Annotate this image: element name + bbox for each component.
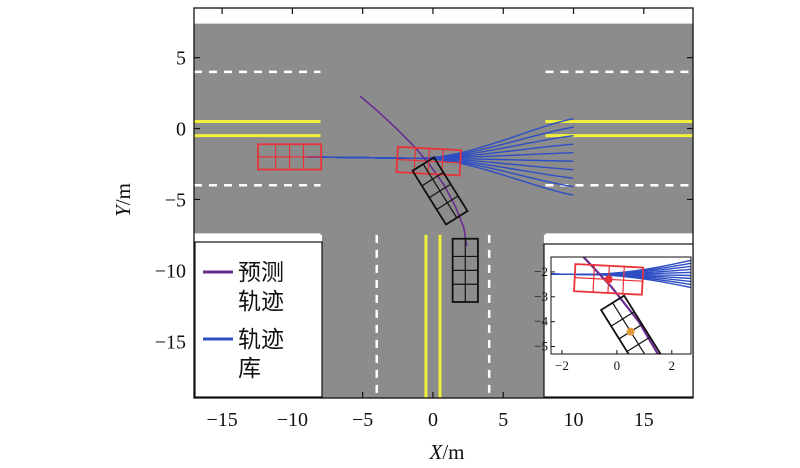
y-axis-title: Y/m xyxy=(111,183,135,217)
inset-y-tick-label: −5 xyxy=(534,339,548,354)
y-tick-label: 5 xyxy=(176,48,186,70)
inset-other-vehicle-rib-2 xyxy=(626,336,651,353)
x-tick-label: 5 xyxy=(498,409,508,431)
inset-frame xyxy=(550,256,692,355)
x-tick-label: 0 xyxy=(428,409,438,431)
road-network xyxy=(194,10,693,398)
other-vehicle-future xyxy=(411,156,469,226)
y-tick-label: −15 xyxy=(155,331,186,353)
other-vehicle xyxy=(451,237,479,303)
x-axis-unit: /m xyxy=(442,440,464,464)
inset-other-center-marker xyxy=(626,327,635,336)
inset-x-tick-label: −2 xyxy=(555,358,569,373)
inset-ego-vehicle-rib-2 xyxy=(622,266,625,294)
inset-ticks: −2 0 2 −2 −3 −4 −5 xyxy=(534,264,675,373)
plot-frame xyxy=(193,7,694,399)
legend: 预测 轨迹 轨迹 库 xyxy=(194,241,323,398)
legend-label-predicted-2: 轨迹 xyxy=(238,289,284,315)
inset-x-tick-label: 2 xyxy=(669,358,676,373)
ego-vehicle xyxy=(257,143,323,171)
inset-other-vehicle-rib-0 xyxy=(610,311,635,327)
inset-y-tick-label: −4 xyxy=(534,314,548,329)
x-tick-label: −5 xyxy=(352,409,373,431)
inset-x-tick-label: 0 xyxy=(614,358,621,373)
y-tick-label: −10 xyxy=(155,260,186,282)
vehicle-layer xyxy=(257,143,479,303)
y-tick-label: −5 xyxy=(165,189,186,211)
inset-y-tick-label: −3 xyxy=(534,289,548,304)
inset-ego-center-marker xyxy=(604,275,613,284)
inset-y-tick-label: −2 xyxy=(534,264,548,279)
inset-plot: −2 0 2 −2 −3 −4 −5 xyxy=(534,243,694,398)
predicted-trajectory-line xyxy=(582,257,660,354)
y-tick-label: 0 xyxy=(176,119,186,141)
other-vehicle-future-rib-2 xyxy=(436,195,459,210)
x-tick-label: −10 xyxy=(277,409,308,431)
legend-label-library-1: 轨迹 xyxy=(238,327,284,353)
y-axis-unit: /m xyxy=(111,183,135,205)
x-tick-label: −15 xyxy=(206,409,237,431)
x-axis-title: X/m xyxy=(429,440,465,464)
road-vertical xyxy=(320,233,546,398)
inset-ego-vehicle-rib-0 xyxy=(592,265,596,293)
x-tick-label: 15 xyxy=(634,409,654,431)
x-tick-label: 10 xyxy=(564,409,584,431)
x-axis-var: X xyxy=(429,440,444,464)
y-axis-var: Y xyxy=(111,203,135,217)
legend-box xyxy=(194,241,323,398)
predicted-trajectory-line xyxy=(359,95,468,247)
other-vehicle-future-rib-1 xyxy=(428,183,452,199)
inset-content xyxy=(551,257,691,354)
legend-label-library-2: 库 xyxy=(238,356,261,382)
library-curve-9 xyxy=(551,273,691,289)
other-vehicle-future-rib-0 xyxy=(421,171,444,187)
ego-vehicle-body xyxy=(257,143,323,171)
legend-label-predicted-1: 预测 xyxy=(238,260,284,286)
road-horizontal xyxy=(194,22,693,235)
axis-ticks: −15 −10 −5 0 5 10 15 5 0 −5 −10 −15 xyxy=(155,8,693,431)
